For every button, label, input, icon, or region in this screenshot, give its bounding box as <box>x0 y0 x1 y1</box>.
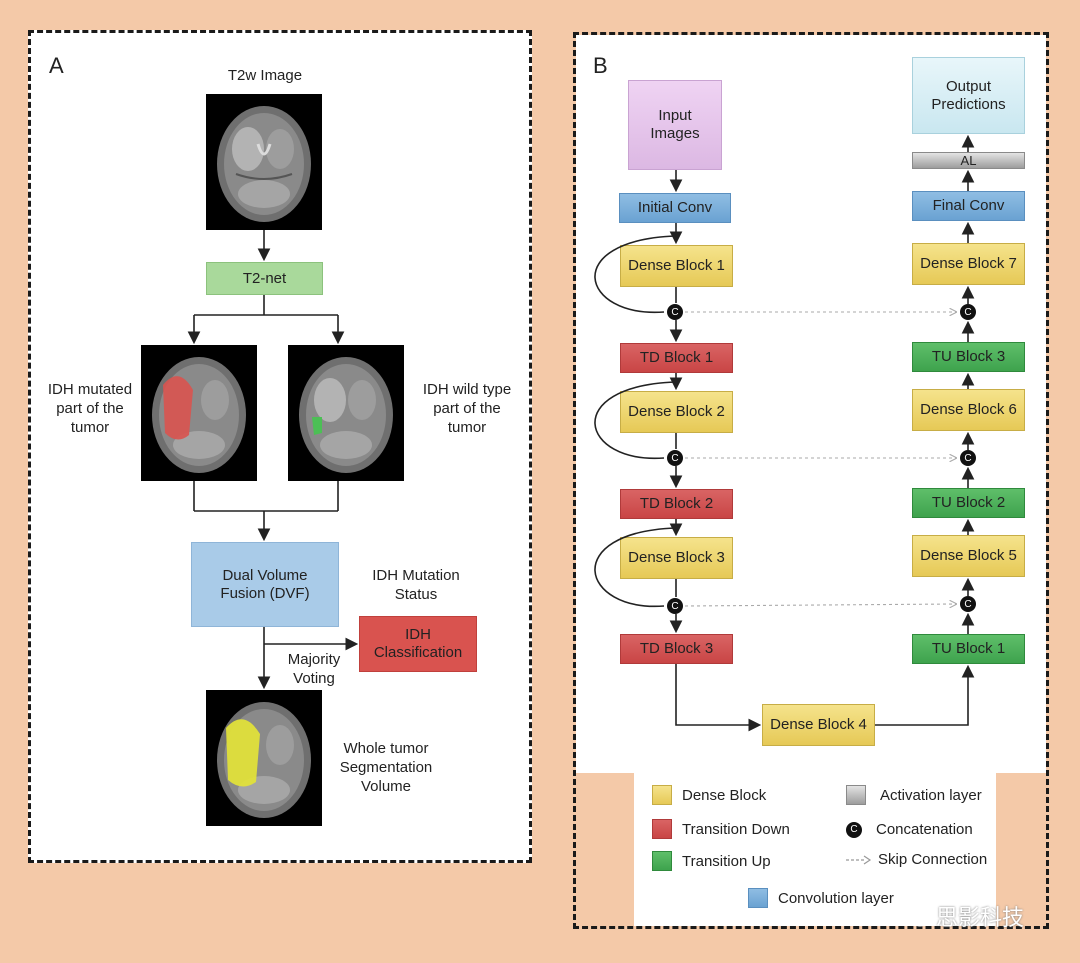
tu-block-1: TU Block 1 <box>912 634 1025 664</box>
legend-concat-icon: C <box>846 821 862 838</box>
dense-block-6: Dense Block 6 <box>912 389 1025 431</box>
dense-block-4: Dense Block 4 <box>762 704 875 746</box>
concat-node-1: C <box>667 304 683 320</box>
concat-node-2: C <box>667 450 683 466</box>
legend-activation-swatch <box>846 785 866 805</box>
concat-node-5: C <box>960 450 976 466</box>
legend-transition-up: Transition Up <box>652 851 771 871</box>
legend-tu-swatch <box>652 851 672 871</box>
activation-layer-box: AL <box>912 152 1025 169</box>
t2w-brain-image <box>206 94 322 230</box>
concat-node-6: C <box>960 596 976 612</box>
dense-block-5: Dense Block 5 <box>912 535 1025 577</box>
legend-transition-down: Transition Down <box>652 819 790 839</box>
td-block-1: TD Block 1 <box>620 343 733 373</box>
concat-node-4: C <box>960 304 976 320</box>
tu-block-3: TU Block 3 <box>912 342 1025 372</box>
legend-dense-swatch <box>652 785 672 805</box>
watermark-text: 思影科技 <box>936 905 1025 930</box>
idh-wildtype-brain-image <box>288 345 404 481</box>
legend-concat-label: Concatenation <box>876 821 973 838</box>
legend-td-swatch <box>652 819 672 839</box>
legend-activation: Activation layer <box>846 785 982 805</box>
legend-skip-connection: Skip Connection <box>846 851 987 868</box>
dense-block-2: Dense Block 2 <box>620 391 733 433</box>
initial-conv-box: Initial Conv <box>619 193 731 223</box>
t2-net-box: T2-net <box>206 262 323 295</box>
wechat-icon <box>900 905 930 927</box>
output-predictions-box: Output Predictions <box>912 57 1025 134</box>
idh-classification-box: IDH Classification <box>359 616 477 672</box>
dense-block-7: Dense Block 7 <box>912 243 1025 285</box>
legend-td-label: Transition Down <box>682 820 790 838</box>
legend-dense-block: Dense Block <box>652 785 766 805</box>
idh-mutation-status-label: IDH Mutation Status <box>372 567 460 603</box>
legend-dense-label: Dense Block <box>682 786 767 804</box>
legend-skip-label: Skip Connection <box>878 851 988 868</box>
panel-b-letter: B <box>593 53 608 78</box>
legend-conv-swatch <box>748 888 768 908</box>
legend-conv-label: Convolution layer <box>778 889 894 907</box>
idh-mutated-label: IDH mutated part of the tumor <box>47 381 133 436</box>
td-block-3: TD Block 3 <box>620 634 733 664</box>
majority-voting-label: Majority Voting <box>287 651 341 687</box>
legend-concatenation: C Concatenation <box>846 821 973 838</box>
dense-block-3: Dense Block 3 <box>620 537 733 579</box>
legend-tu-label: Transition Up <box>682 852 771 870</box>
idh-wildtype-label: IDH wild type part of the tumor <box>422 381 512 436</box>
dense-block-1: Dense Block 1 <box>620 245 733 287</box>
tu-block-2: TU Block 2 <box>912 488 1025 518</box>
dvf-box: Dual Volume Fusion (DVF) <box>191 542 339 627</box>
segmentation-brain-image <box>206 690 322 826</box>
final-conv-box: Final Conv <box>912 191 1025 221</box>
concat-node-3: C <box>667 598 683 614</box>
td-block-2: TD Block 2 <box>620 489 733 519</box>
legend-activation-label: Activation layer <box>880 786 982 804</box>
input-images-box: Input Images <box>628 80 722 170</box>
dashed-arrow-icon <box>846 855 872 864</box>
watermark: 思影科技 <box>900 900 1024 932</box>
t2w-image-label: T2w Image <box>227 67 303 84</box>
legend-convolution: Convolution layer <box>748 888 894 908</box>
idh-mutated-brain-image <box>141 345 257 481</box>
segmentation-label: Whole tumor Segmentation Volume <box>339 740 433 795</box>
panel-a-letter: A <box>49 53 64 78</box>
